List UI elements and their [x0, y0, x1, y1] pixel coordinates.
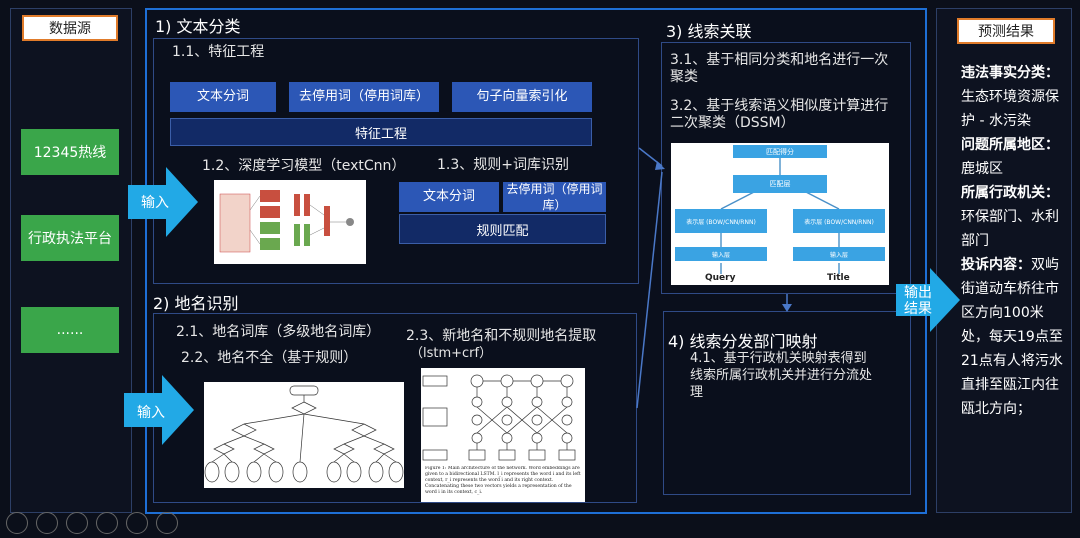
source-more[interactable]: ...... — [21, 307, 119, 353]
sec1-title: 1) 文本分类 — [155, 17, 241, 36]
dssm-left-rep-box: 表示层 (BOW/CNN/RNN) — [675, 209, 767, 233]
dssm-left-input-box: 输入层 — [675, 247, 767, 261]
btn-feature-engineering[interactable]: 特征工程 — [170, 118, 592, 146]
lstm-crf-diagram — [422, 374, 576, 461]
bottom-toolbar — [6, 512, 186, 538]
lstm-crf-figure: Figure 1: Main architecture of the netwo… — [421, 368, 585, 502]
sec4-item1: 4.1、基于行政机关映射表得到线索所属行政机关并进行分流处理 — [690, 351, 873, 400]
prediction-title: 预测结果 — [957, 18, 1055, 44]
result-value-category: 生态环境资源保护 - 水污染 — [961, 89, 1059, 129]
data-source-panel: 数据源 12345热线 行政执法平台 ...... — [10, 8, 132, 513]
prediction-panel: 预测结果 违法事实分类： 生态环境资源保护 - 水污染 问题所属地区： 鹿城区 … — [936, 8, 1072, 513]
more-icon[interactable] — [156, 512, 178, 534]
result-key-complaint: 投诉内容： — [961, 257, 1031, 273]
sec2-item1: 2.1、地名词库（多级地名词库） — [176, 324, 381, 340]
decision-tree-figure — [204, 382, 404, 488]
nav-back-icon[interactable] — [6, 512, 28, 534]
prediction-content: 违法事实分类： 生态环境资源保护 - 水污染 问题所属地区： 鹿城区 所属行政机… — [961, 61, 1067, 421]
input-arrow-2 — [124, 375, 194, 445]
btn-rule-match[interactable]: 规则匹配 — [399, 214, 606, 244]
result-value-region: 鹿城区 — [961, 161, 1003, 177]
sec2-item3-line1: 2.3、新地名和不规则地名提取 — [406, 328, 597, 344]
data-source-title: 数据源 — [22, 15, 118, 41]
sec2-title: 2) 地名识别 — [153, 294, 239, 313]
btn-tokenize-2[interactable]: 文本分词 — [399, 182, 499, 212]
sec1-sub1-title: 1.1、特征工程 — [172, 44, 265, 60]
dssm-match-box: 匹配层 — [733, 175, 827, 193]
btn-stopwords[interactable]: 去停用词（停用词库） — [289, 82, 439, 112]
sec4-title: 4) 线索分发部门映射 — [668, 332, 818, 351]
sec3-title: 3) 线索关联 — [666, 22, 752, 41]
result-key-region: 问题所属地区： — [961, 137, 1059, 153]
output-label-line1: 输出 — [904, 285, 932, 301]
result-key-agency: 所属行政机关： — [961, 185, 1059, 201]
sec3-item2: 3.2、基于线索语义相似度计算进行二次聚类（DSSM） — [670, 98, 889, 131]
sec3-item1: 3.1、基于相同分类和地名进行一次聚类 — [670, 52, 889, 85]
dssm-right-input-box: 输入层 — [793, 247, 885, 261]
dssm-query-label: Query — [705, 273, 736, 283]
source-admin-enforcement[interactable]: 行政执法平台 — [21, 215, 119, 261]
pen-icon[interactable] — [66, 512, 88, 534]
dssm-score-box: 匹配得分 — [733, 145, 827, 158]
textcnn-figure — [214, 180, 366, 264]
textcnn-diagram — [219, 190, 354, 253]
lstm-figure-caption: Figure 1: Main architecture of the netwo… — [425, 466, 581, 495]
sec2-item3-line2: （lstm+crf） — [410, 346, 493, 361]
output-arrow-label: 输出 结果 — [904, 285, 932, 317]
btn-sentence-index[interactable]: 句子向量索引化 — [452, 82, 592, 112]
output-label-line2: 结果 — [904, 301, 932, 317]
result-value-agency: 环保部门、水利部门 — [961, 209, 1059, 249]
slides-icon[interactable] — [96, 512, 118, 534]
output-arrow — [896, 268, 960, 332]
sec1-box — [153, 38, 639, 284]
decision-tree-diagram — [204, 385, 404, 483]
dssm-diagram — [720, 158, 840, 274]
input-arrow-2-label: 输入 — [137, 405, 165, 421]
zoom-icon[interactable] — [126, 512, 148, 534]
sec1-sub3-title: 1.3、规则+词库识别 — [437, 157, 569, 173]
input-arrow-1-label: 输入 — [141, 195, 169, 211]
nav-forward-icon[interactable] — [36, 512, 58, 534]
dssm-right-rep-box: 表示层 (BOW/CNN/RNN) — [793, 209, 885, 233]
sec1-sub2-title: 1.2、深度学习模型（textCnn） — [202, 158, 406, 174]
result-key-category: 违法事实分类： — [961, 65, 1059, 81]
input-arrow-1 — [128, 167, 198, 237]
sec2-item2: 2.2、地名不全（基于规则） — [181, 350, 358, 366]
source-12345-hotline[interactable]: 12345热线 — [21, 129, 119, 175]
btn-tokenize[interactable]: 文本分词 — [170, 82, 276, 112]
btn-stopwords-2[interactable]: 去停用词（停用词库） — [503, 182, 606, 212]
dssm-figure: 匹配得分 匹配层 表示层 (BOW/CNN/RNN) 表示层 (BOW/CNN/… — [671, 143, 889, 285]
dssm-title-label: Title — [827, 273, 850, 283]
result-value-complaint: 双屿街道动车桥往市区方向100米处，每天19点至21点有人将污水直排至瓯江内往瓯… — [961, 257, 1063, 417]
